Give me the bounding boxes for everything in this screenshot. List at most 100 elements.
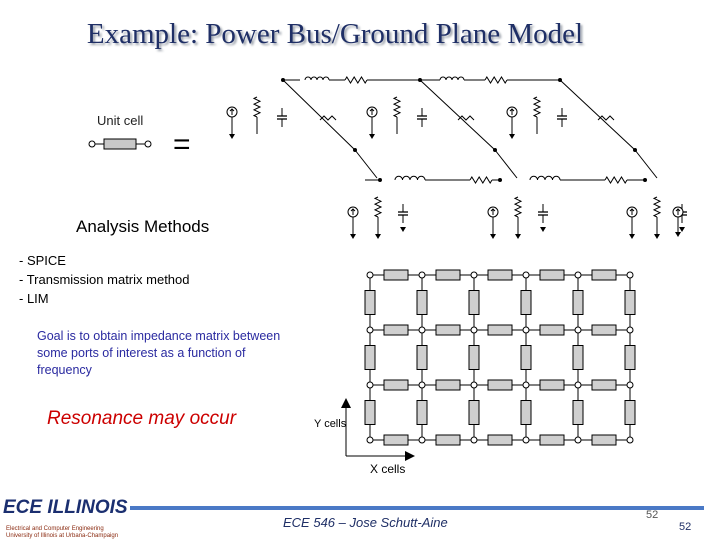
resistor: [457, 115, 475, 121]
node-dot: [418, 78, 422, 82]
vertical-cell: [624, 345, 636, 370]
horizontal-cell: [487, 434, 513, 446]
inductor: [394, 175, 426, 181]
vertical-cell: [416, 400, 428, 425]
node-dot: [493, 148, 497, 152]
resistor: [484, 76, 508, 84]
current-source-icon: [366, 106, 378, 118]
grid-node: [418, 436, 426, 444]
resistor: [344, 76, 368, 84]
ece-illinois-logo: ECE ILLINOIS: [3, 497, 128, 518]
grid-node: [522, 271, 530, 279]
analysis-methods-list: - SPICE - Transmission matrix method - L…: [19, 251, 190, 308]
grid-node: [418, 381, 426, 389]
resistor: [252, 96, 262, 118]
ground-icon: [509, 134, 515, 139]
y-axis-arrow-icon: [341, 398, 351, 408]
resistor: [604, 176, 628, 184]
horizontal-cell: [539, 434, 565, 446]
horizontal-cell: [487, 324, 513, 336]
grid-node: [574, 436, 582, 444]
vertical-cell: [572, 345, 584, 370]
diagonal-branch: [559, 79, 636, 151]
grid-node: [418, 271, 426, 279]
inductor: [304, 76, 330, 81]
vertical-cell: [364, 345, 376, 370]
logo-subtitle-line1: Electrical and Computer Engineering: [6, 526, 104, 532]
resistor: [597, 115, 615, 121]
vertical-cell: [624, 290, 636, 315]
ground-icon: [375, 234, 381, 239]
vertical-cell: [624, 400, 636, 425]
inductor: [439, 76, 465, 81]
current-source-icon: [672, 206, 684, 218]
grid-node: [522, 436, 530, 444]
diagonal-branch: [282, 79, 356, 151]
ground-icon: [400, 227, 406, 232]
resonance-note: Resonance may occur: [47, 408, 237, 429]
ground-icon: [679, 227, 685, 232]
horizontal-cell: [487, 379, 513, 391]
ground-icon: [540, 227, 546, 232]
node-dot: [498, 178, 502, 182]
x-cells-label: X cells: [370, 462, 406, 476]
vertical-cell: [364, 400, 376, 425]
grid-node: [574, 271, 582, 279]
ground-icon: [629, 234, 635, 239]
current-source-icon: [487, 206, 499, 218]
vertical-cell: [416, 290, 428, 315]
method-item: - Transmission matrix method: [19, 272, 190, 287]
horizontal-cell: [591, 324, 617, 336]
method-item: - SPICE: [19, 253, 66, 268]
node-dot: [643, 178, 647, 182]
horizontal-cell: [435, 434, 461, 446]
grid-node: [366, 436, 374, 444]
ground-icon: [350, 234, 356, 239]
resistor: [532, 96, 542, 118]
node-dot: [378, 178, 382, 182]
current-source-icon: [347, 206, 359, 218]
slide-title: Example: Power Bus/Ground Plane Model: [86, 18, 584, 50]
resistor: [652, 196, 662, 218]
resistor: [469, 176, 493, 184]
vertical-cell: [468, 345, 480, 370]
horizontal-cell: [435, 324, 461, 336]
vertical-cell: [520, 345, 532, 370]
node-dot: [353, 148, 357, 152]
grid-node: [626, 436, 634, 444]
analysis-methods-heading: Analysis Methods: [76, 217, 210, 236]
grid-node: [626, 381, 634, 389]
horizontal-cell: [487, 269, 513, 281]
vertical-cell: [520, 400, 532, 425]
grid-node: [470, 271, 478, 279]
horizontal-cell: [435, 379, 461, 391]
logo-subtitle-line2: University of Illinois at Urbana-Champai…: [6, 533, 119, 539]
grid-node: [366, 271, 374, 279]
grid-node: [522, 381, 530, 389]
ground-icon: [515, 234, 521, 239]
grid-node: [470, 436, 478, 444]
vertical-cell: [416, 345, 428, 370]
ground-icon: [369, 134, 375, 139]
horizontal-cell: [539, 324, 565, 336]
vertical-cell: [364, 290, 376, 315]
y-cells-label: Y cells: [314, 418, 347, 430]
horizontal-cell: [383, 269, 409, 281]
footer-accent-bar: [130, 506, 704, 510]
vertical-cell: [572, 400, 584, 425]
ground-icon: [490, 234, 496, 239]
node-dot: [281, 78, 285, 82]
vertical-cell: [520, 290, 532, 315]
unit-cell-label: Unit cell: [97, 113, 144, 128]
grid-node: [574, 381, 582, 389]
vertical-cell: [572, 290, 584, 315]
method-item: - LIM: [19, 291, 49, 306]
grid-node: [470, 326, 478, 334]
horizontal-cell: [383, 324, 409, 336]
node-dot: [633, 148, 637, 152]
ground-icon: [675, 232, 681, 237]
inductor: [529, 175, 561, 181]
vertical-cell: [468, 400, 480, 425]
current-source-icon: [506, 106, 518, 118]
node-dot: [558, 78, 562, 82]
